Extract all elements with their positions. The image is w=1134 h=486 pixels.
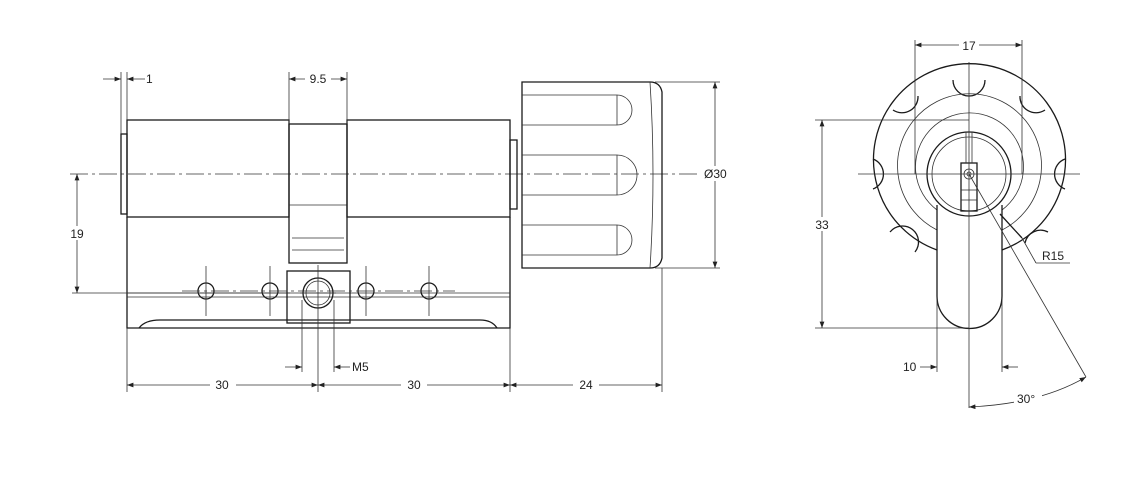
dim-knob-length: 24	[579, 378, 593, 392]
dim-screw-thread: M5	[352, 360, 369, 374]
knob	[521, 81, 663, 269]
dim-lever-width: 10	[903, 360, 917, 374]
dim-knob-diameter: Ø30	[704, 167, 727, 181]
lever	[936, 205, 1003, 330]
dim-height: 33	[815, 218, 829, 232]
left-cylinder	[126, 119, 290, 218]
side-view: 1 9.5 19 Ø30 M5 30 30 24	[68, 71, 733, 392]
dim-right-length: 30	[407, 378, 421, 392]
cam	[288, 123, 348, 264]
dim-center-to-screw: 19	[70, 227, 84, 241]
right-flange	[509, 139, 518, 210]
front-view: 17 33 10 R15 30°	[812, 38, 1087, 410]
dim-cam-width: 9.5	[310, 72, 327, 86]
dim-radius: R15	[1042, 249, 1064, 263]
right-cylinder	[346, 119, 511, 218]
lower-body	[126, 217, 511, 330]
dim-angle: 30°	[1017, 392, 1035, 406]
dim-width: 17	[962, 39, 976, 53]
pin-holes	[182, 266, 455, 316]
dim-flange: 1	[146, 72, 153, 86]
screw-block	[286, 270, 351, 324]
knob-outline	[872, 63, 1067, 251]
dim-left-length: 30	[215, 378, 229, 392]
